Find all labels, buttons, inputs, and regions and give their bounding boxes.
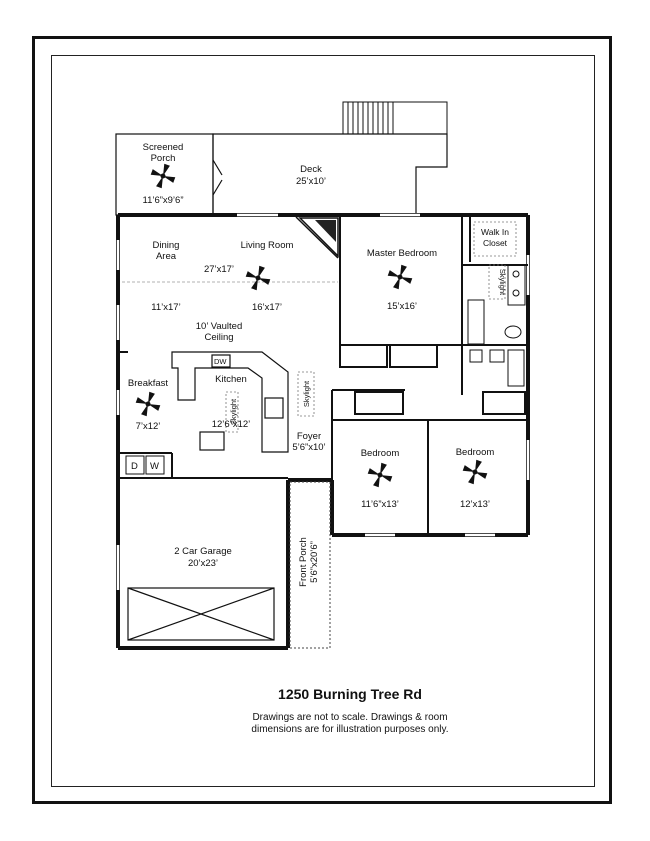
breakfast-dims: 7’x12’: [136, 421, 161, 432]
vaulted-ceiling-label-2: Ceiling: [204, 332, 233, 343]
washer: [145, 455, 165, 475]
deck: [212, 133, 448, 215]
bedroom-2-dims: 12’x13’: [460, 499, 490, 510]
dryer-label: D: [131, 461, 138, 472]
foyer-label: Foyer: [297, 431, 321, 442]
bath-skylight-label: Skylight: [498, 269, 507, 296]
washer-label: W: [150, 461, 159, 472]
screened-porch-label-2: Porch: [151, 153, 176, 164]
walk-in-closet-label-2: Closet: [483, 238, 508, 248]
living-room-dims: 16’x17’: [252, 302, 282, 313]
ceiling-fan-icon: [135, 163, 488, 488]
screened-porch-dims: 11’6”x9’6”: [142, 195, 183, 206]
deck-label: Deck: [300, 164, 322, 175]
disclaimer-line-2: dimensions are for illustration purposes…: [251, 724, 449, 735]
disclaimer-line-1: Drawings are not to scale. Drawings & ro…: [252, 712, 448, 723]
master-bedroom-dims: 15’x16’: [387, 301, 417, 312]
interior-walls: [118, 215, 528, 535]
front-porch: [289, 481, 331, 649]
breakfast-label: Breakfast: [128, 378, 168, 389]
front-porch-label: Front Porch: [298, 537, 309, 587]
foyer-dims: 5’6”x10’: [292, 442, 325, 453]
garage-label: 2 Car Garage: [174, 546, 232, 557]
closet-outline: [473, 221, 517, 257]
kitchen-counters: [171, 351, 289, 453]
dining-area-dims: 11’x17’: [151, 302, 180, 313]
dishwasher-label: DW: [214, 357, 227, 366]
vaulted-ceiling-label: 10’ Vaulted: [196, 321, 242, 332]
exterior-walls: [116, 213, 530, 650]
windows: [116, 213, 530, 590]
dryer: [125, 455, 145, 475]
kitchen-label: Kitchen: [215, 374, 247, 385]
front-porch-dims: 5’6”x20’6”: [309, 541, 320, 583]
bedroom-1-label: Bedroom: [361, 448, 400, 459]
kitchen-skylight: [225, 391, 239, 433]
address-title: 1250 Burning Tree Rd: [278, 686, 422, 702]
outer-frame: [32, 36, 612, 804]
dining-area-label: Dining: [153, 240, 180, 251]
foyer-skylight: [297, 371, 315, 417]
dining-area-label-2: Area: [156, 251, 177, 262]
living-room-total-dims: 27’x17’: [204, 264, 234, 275]
screened-porch-label: Screened: [143, 142, 184, 153]
kitchen-dims: 12’6”x12’: [212, 419, 251, 430]
garage-dims: 20’x23’: [188, 558, 218, 569]
bath-skylight: [488, 264, 506, 300]
inner-frame: [51, 55, 595, 787]
foyer-skylight-label: Skylight: [302, 380, 311, 407]
disclaimer: Drawings are not to scale. Drawings & ro…: [210, 712, 490, 736]
master-bedroom-label: Master Bedroom: [367, 248, 437, 259]
kitchen-skylight-label: Skylight: [229, 398, 238, 425]
bath-fixtures: [467, 264, 526, 387]
bedroom-1-dims: 11’6”x13’: [361, 499, 399, 510]
deck-stairs: [342, 101, 448, 135]
living-room-label: Living Room: [241, 240, 294, 251]
bedroom-2-label: Bedroom: [456, 447, 495, 458]
garage-door: [127, 587, 275, 641]
walk-in-closet-label: Walk In: [481, 227, 509, 237]
deck-dims: 25’x10’: [296, 176, 326, 187]
